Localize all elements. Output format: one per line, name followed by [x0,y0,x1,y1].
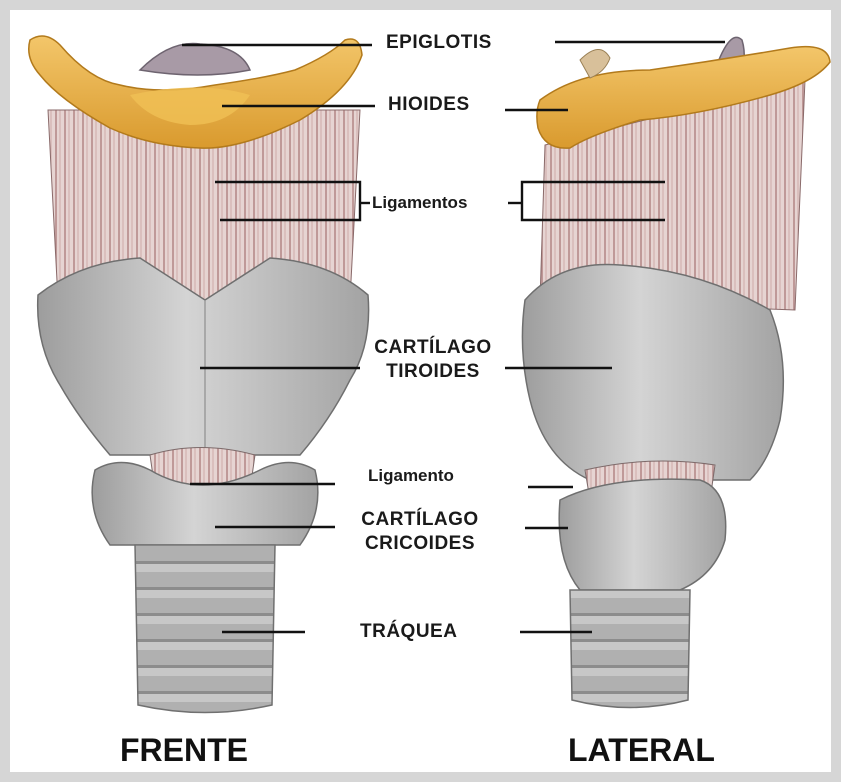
cricoid-label-line2: CRICOIDES [340,532,500,556]
trachea-label: TRÁQUEA [360,620,457,644]
epiglottis-label: EPIGLOTIS [386,31,492,55]
thyroid-label-line2: TIROIDES [358,360,508,384]
thyroid-label-line1: CARTÍLAGO [358,336,508,360]
lateral-trachea [570,590,690,708]
front-epiglottis [140,44,250,75]
hyoid-label: HIOIDES [388,93,470,117]
lateral-cricoid-cartilage [559,479,726,590]
cricoid-cartilage-label: CARTÍLAGO CRICOIDES [340,508,500,556]
front-trachea [135,545,275,713]
lateral-view-caption: LATERAL [568,732,715,769]
lateral-larynx [522,37,830,707]
thyroid-cartilage-label: CARTÍLAGO TIROIDES [358,336,508,384]
lateral-thyroid-cartilage [522,264,783,480]
front-larynx [29,36,369,713]
ligaments-label: Ligamentos [372,192,467,213]
front-view-caption: FRENTE [120,732,248,769]
cricoid-label-line1: CARTÍLAGO [340,508,500,532]
ligament-label: Ligamento [368,465,454,486]
